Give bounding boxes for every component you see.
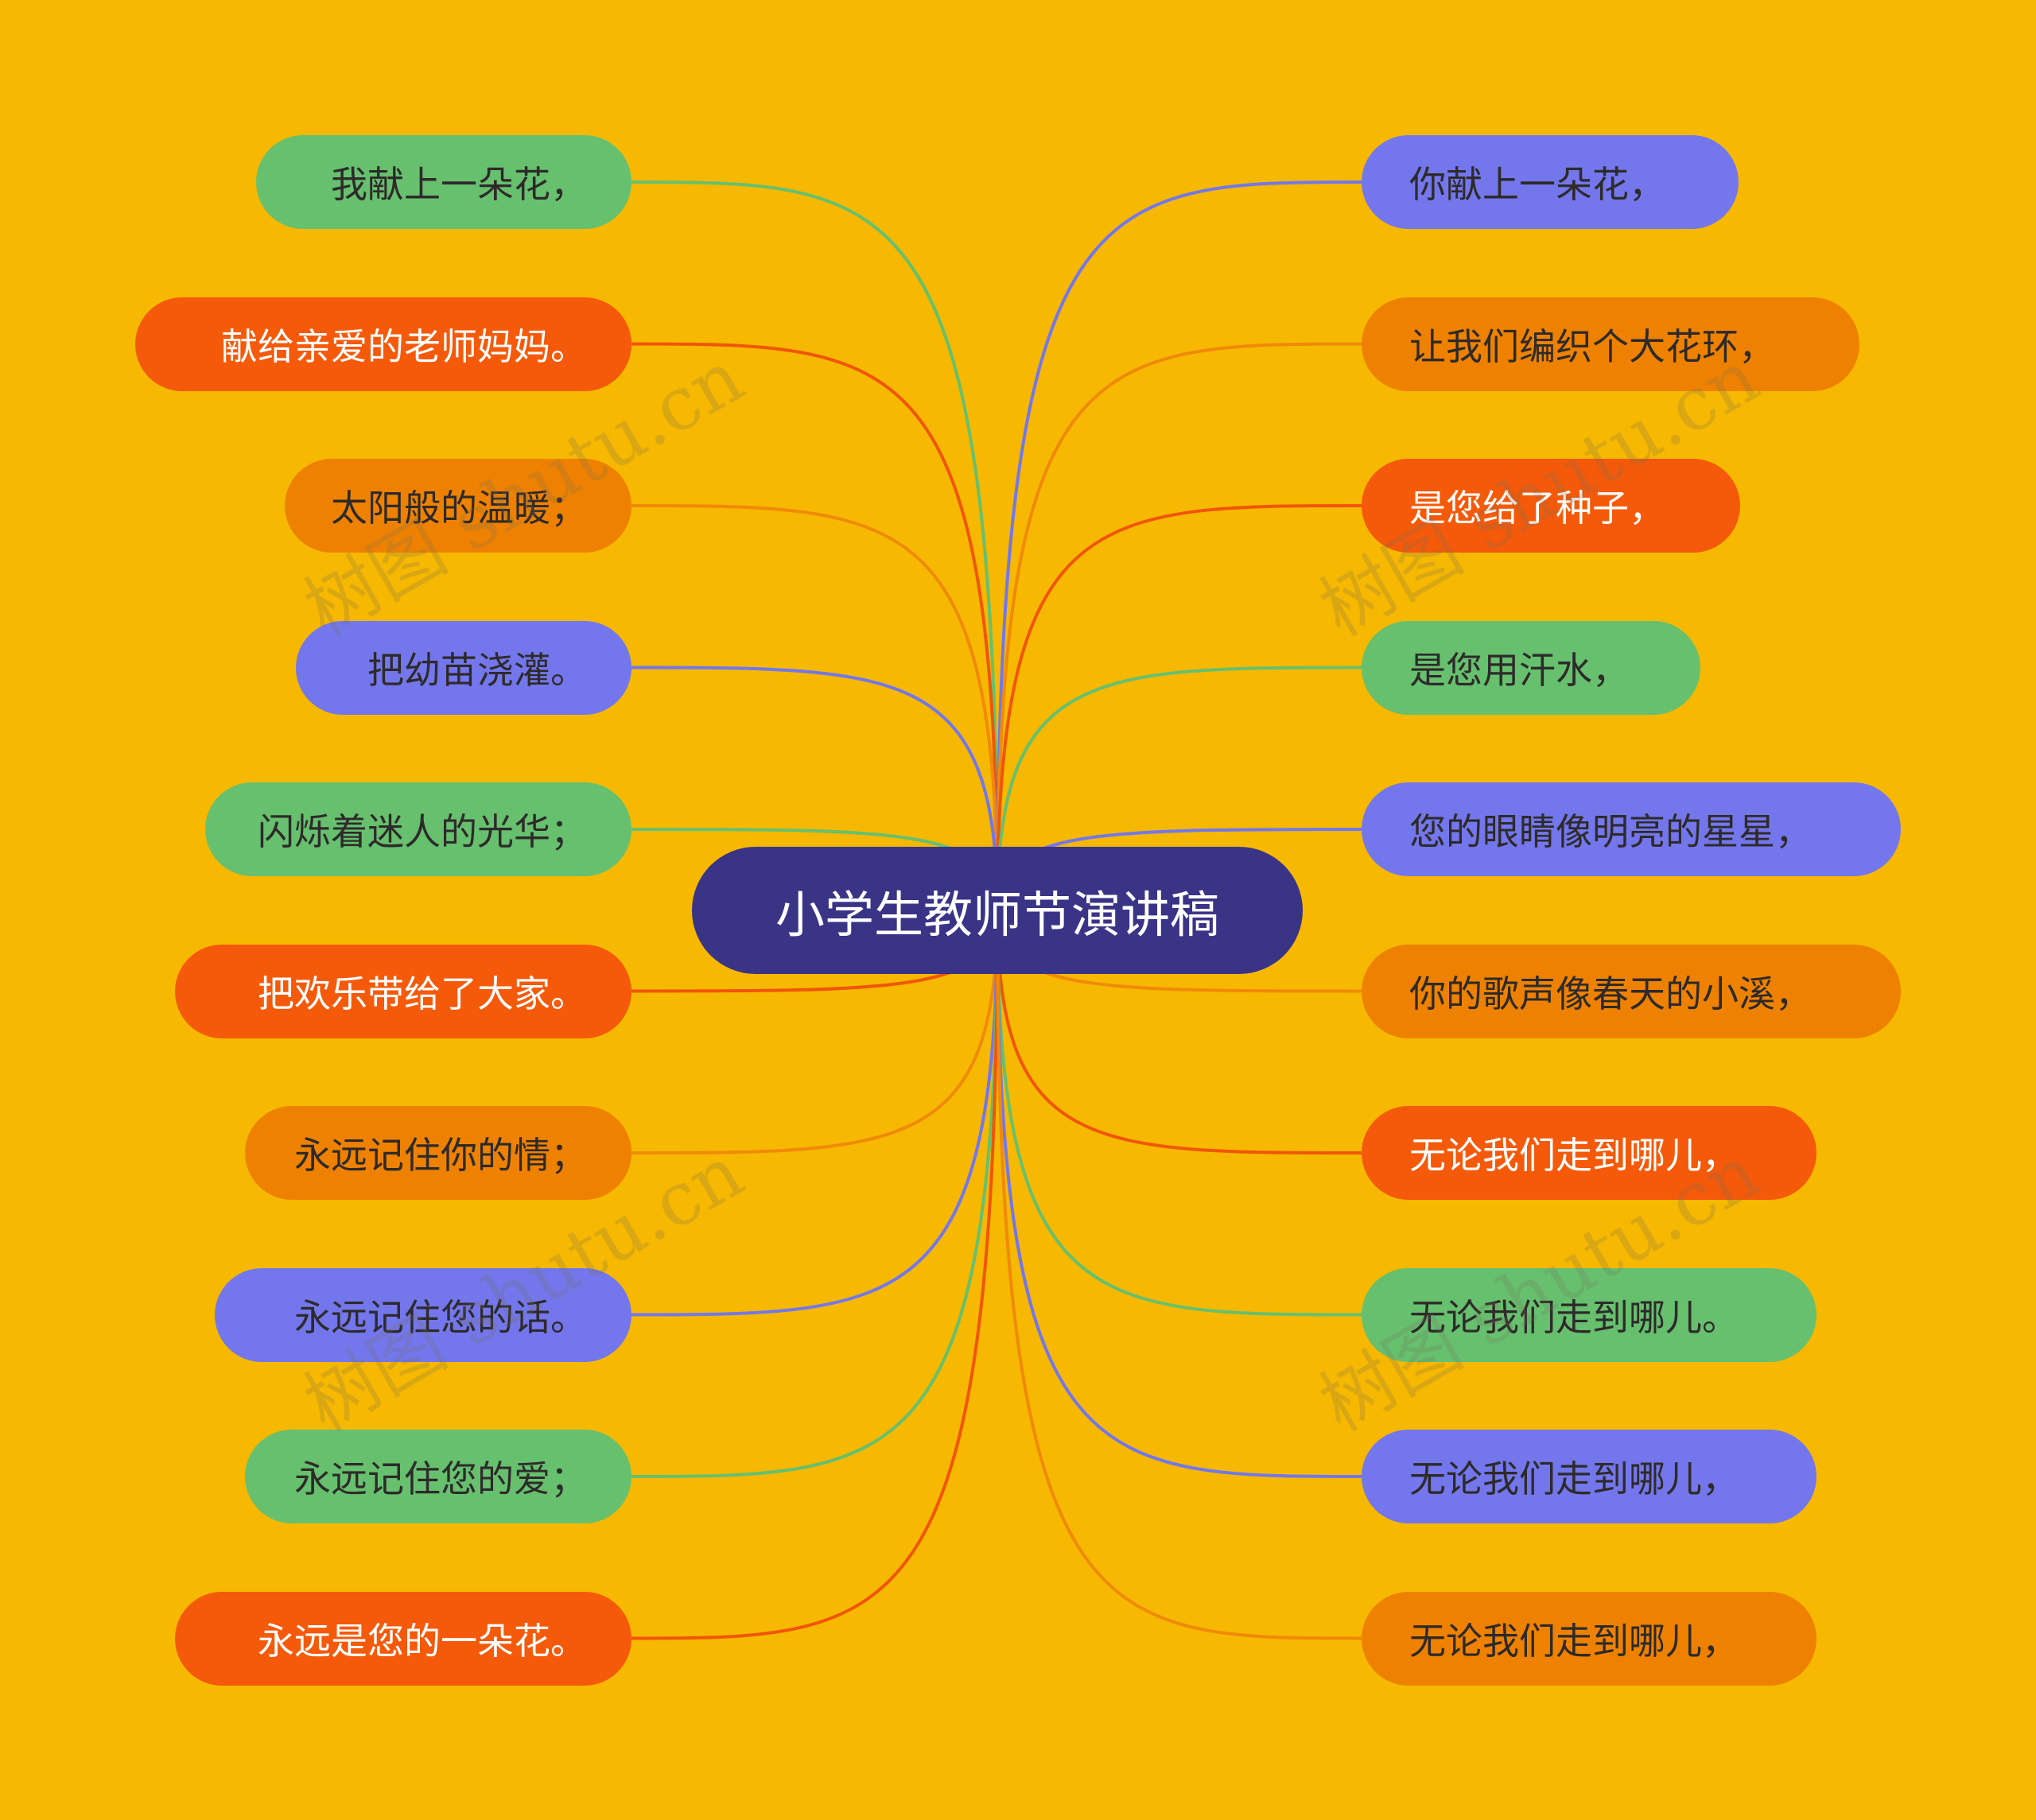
branch-node-right-4[interactable]: 是您用汗水， <box>1362 620 1700 715</box>
connector-line <box>631 504 999 911</box>
connector-line <box>631 910 999 1154</box>
connector-line <box>996 342 1362 911</box>
branch-node-label: 是您用汗水， <box>1409 648 1629 692</box>
connector-line <box>996 910 1362 1640</box>
root-topic[interactable]: 小学生教师节演讲稿 <box>692 847 1303 974</box>
branch-node-left-7[interactable]: 永远记住你的情； <box>245 1106 631 1200</box>
connector-line <box>631 666 999 911</box>
connector-line <box>996 180 1362 911</box>
branch-node-right-1[interactable]: 你献上一朵花， <box>1362 135 1739 229</box>
branch-node-right-7[interactable]: 无论我们走到哪儿， <box>1362 1106 1816 1200</box>
branch-node-label: 让我们编织个大花环， <box>1409 324 1775 368</box>
branch-node-label: 把欢乐带给了大家。 <box>258 972 587 1015</box>
branch-node-left-5[interactable]: 闪烁着迷人的光华； <box>205 782 631 876</box>
branch-node-left-4[interactable]: 把幼苗浇灌。 <box>296 620 631 715</box>
connector-line <box>996 910 1362 1317</box>
connector-line <box>631 910 999 1640</box>
connector-line <box>996 910 1362 1154</box>
branch-node-right-10[interactable]: 无论我们走到哪儿， <box>1362 1591 1816 1686</box>
branch-node-right-6[interactable]: 你的歌声像春天的小溪， <box>1362 944 1901 1038</box>
branch-node-right-2[interactable]: 让我们编织个大花环， <box>1362 297 1859 391</box>
branch-node-label: 无论我们走到哪儿， <box>1409 1457 1739 1500</box>
branch-node-label: 永远记住您的话。 <box>294 1295 587 1339</box>
branch-node-label: 您的眼睛像明亮的星星， <box>1409 810 1812 853</box>
connector-line <box>631 910 999 1478</box>
branch-node-label: 太阳般的温暖； <box>331 487 587 530</box>
branch-node-label: 无论我们走到哪儿。 <box>1409 1295 1739 1339</box>
branch-node-right-3[interactable]: 是您给了种子， <box>1362 459 1740 553</box>
branch-node-left-2[interactable]: 献给亲爱的老师妈妈。 <box>135 297 631 391</box>
branch-node-right-9[interactable]: 无论我们走到哪儿， <box>1362 1430 1816 1523</box>
connector-line <box>631 180 999 911</box>
branch-node-left-1[interactable]: 我献上一朵花， <box>256 135 631 229</box>
connector-line <box>631 910 999 1317</box>
branch-node-label: 闪烁着迷人的光华； <box>258 810 587 853</box>
root-topic-label: 小学生教师节演讲稿 <box>775 886 1219 944</box>
branch-node-label: 你的歌声像春天的小溪， <box>1409 972 1812 1015</box>
branch-node-left-10[interactable]: 永远是您的一朵花。 <box>175 1591 631 1686</box>
branch-node-label: 永远记住您的爱； <box>294 1457 587 1500</box>
branch-node-left-6[interactable]: 把欢乐带给了大家。 <box>175 944 631 1038</box>
connector-line <box>631 342 999 911</box>
branch-node-left-8[interactable]: 永远记住您的话。 <box>215 1267 631 1362</box>
branch-node-label: 把幼苗浇灌。 <box>367 648 587 692</box>
connector-line <box>996 910 1362 1478</box>
connector-line <box>996 504 1362 911</box>
branch-node-label: 我献上一朵花， <box>331 163 587 206</box>
branch-node-label: 永远是您的一朵花。 <box>258 1619 587 1663</box>
branch-node-label: 献给亲爱的老师妈妈。 <box>221 324 587 368</box>
branch-node-left-3[interactable]: 太阳般的温暖； <box>285 459 631 553</box>
branch-node-right-8[interactable]: 无论我们走到哪儿。 <box>1362 1267 1816 1362</box>
branch-node-left-9[interactable]: 永远记住您的爱； <box>245 1430 631 1523</box>
branch-node-label: 你献上一朵花， <box>1409 163 1665 206</box>
branch-node-label: 是您给了种子， <box>1409 487 1665 530</box>
branch-node-label: 无论我们走到哪儿， <box>1409 1134 1739 1177</box>
connector-line <box>996 666 1362 911</box>
branch-node-label: 永远记住你的情； <box>294 1134 587 1177</box>
branch-node-label: 无论我们走到哪儿， <box>1409 1619 1739 1663</box>
branch-node-right-5[interactable]: 您的眼睛像明亮的星星， <box>1362 782 1901 876</box>
